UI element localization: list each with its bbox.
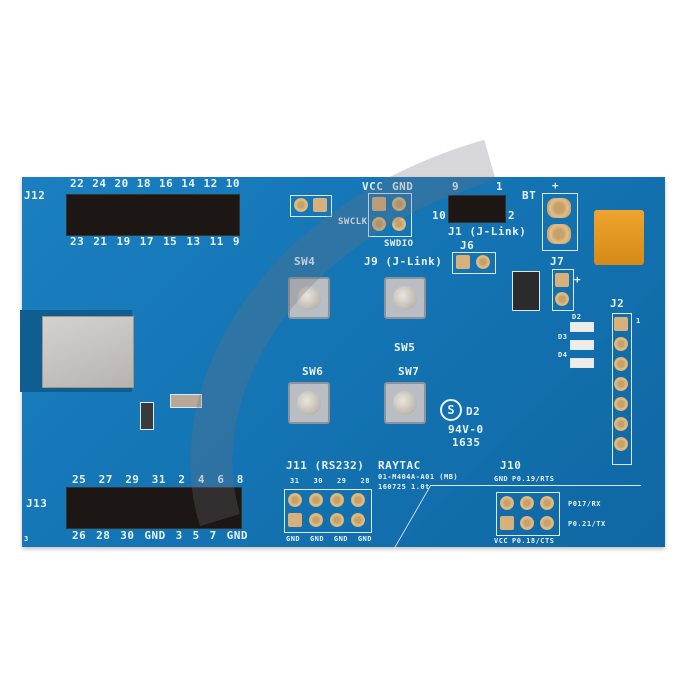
bt-label: BT (522, 189, 537, 202)
j2-header (612, 313, 632, 465)
j10-rx: P017/RX (568, 500, 602, 508)
rf-shield (42, 316, 134, 388)
sw5-button[interactable] (384, 277, 426, 319)
j10-tx: P0.21/TX (568, 520, 606, 528)
gnd-label: GND (392, 180, 414, 193)
j1-pin2: 2 (508, 209, 516, 222)
led-d2 (570, 322, 594, 332)
led-d3-label: D3 (558, 333, 568, 341)
ble-module (20, 310, 134, 392)
j1-pin1: 1 (496, 180, 504, 193)
j7-label: J7 (550, 255, 565, 268)
revision: 160725 1.0t (378, 483, 430, 491)
pcb-board: J12 22 24 20 18 16 14 12 10 23 21 19 17 … (20, 177, 665, 548)
j12-pin-header (66, 194, 240, 236)
j12-label: J12 (24, 189, 46, 202)
j10-vcc: VCC (494, 537, 509, 545)
j10-header (496, 492, 560, 536)
led-d3 (570, 340, 594, 350)
flammability-rating: 94V-0 (448, 423, 484, 436)
led-d4 (570, 358, 594, 368)
j11-header (284, 489, 372, 533)
battery-connector (542, 193, 578, 251)
sw7-label: SW7 (398, 365, 420, 378)
regulator (512, 271, 540, 311)
part-number: 01-M404A-A01 (MB) (378, 473, 459, 481)
j10-rts: P0.19/RTS (512, 475, 555, 483)
led-d4-label: D4 (558, 351, 568, 359)
mini-usb-connector[interactable] (594, 210, 644, 265)
ul-mark-icon: S (440, 399, 462, 421)
smd-component (140, 402, 154, 430)
sw4-label: SW4 (294, 255, 316, 268)
sw6-label: SW6 (302, 365, 324, 378)
sw4-jumper (290, 195, 332, 217)
j11-label: J11 (RS232) (286, 459, 365, 472)
j7-plus: + (574, 273, 582, 286)
sw7-button[interactable] (384, 382, 426, 424)
swclk-label: SWCLK (338, 217, 368, 227)
j11-bottom-labels: GND GND GND GND (286, 535, 372, 543)
j10-gnd: GND (494, 475, 509, 483)
j1-jlink-header (448, 195, 506, 223)
j6-label: J6 (460, 239, 475, 252)
j6-jumper (452, 252, 496, 274)
swdio-label: SWDIO (384, 239, 414, 249)
j12-bottom-labels: 23 21 19 17 15 13 11 9 (70, 235, 240, 248)
date-code: 1635 (452, 436, 481, 449)
j13-top-labels: 25 27 29 31 2 4 6 8 (72, 473, 244, 486)
j1-pin10: 10 (432, 209, 447, 222)
corner-mark: 3 (24, 535, 29, 543)
j13-bottom-labels: 26 28 30 GND 3 5 7 GND (72, 529, 248, 542)
vcc-label: VCC (362, 180, 384, 193)
j1-pin9: 9 (452, 180, 460, 193)
maker-label: RAYTAC (378, 459, 421, 472)
j10-cts: P0.18/CTS (512, 537, 555, 545)
crystal (170, 394, 202, 408)
j12-top-labels: 22 24 20 18 16 14 12 10 (70, 177, 240, 190)
j2-pin1-label: 1 (636, 317, 641, 325)
bt-plus: + (552, 179, 560, 192)
j7-header (552, 269, 574, 311)
j13-pin-header (66, 487, 242, 529)
led-d2-label: D2 (572, 313, 582, 321)
sw6-button[interactable] (288, 382, 330, 424)
j9-label: J9 (J-Link) (364, 255, 443, 268)
j9-header (368, 193, 412, 237)
j13-label: J13 (26, 497, 48, 510)
j11-top-labels: 31 30 29 28 (290, 477, 370, 485)
j1-label: J1 (J-Link) (448, 225, 527, 238)
ul-code: D2 (466, 405, 481, 418)
j2-label: J2 (610, 297, 625, 310)
sw5-label: SW5 (394, 341, 416, 354)
j10-label: J10 (500, 459, 522, 472)
sw4-button[interactable] (288, 277, 330, 319)
